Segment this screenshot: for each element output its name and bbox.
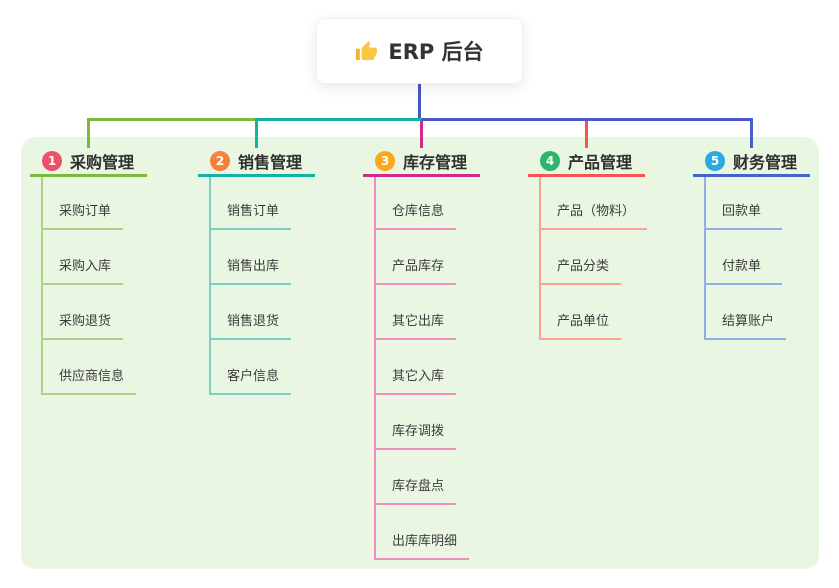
branch-node[interactable]: 3 库存管理 bbox=[363, 148, 480, 177]
branch-children: 回款单 付款单 结算账户 bbox=[704, 177, 810, 340]
branch-title: 财务管理 bbox=[733, 153, 798, 172]
connector-horizontal-sales bbox=[255, 118, 421, 121]
branch-badge: 1 bbox=[42, 151, 62, 171]
branch-inventory: 3 库存管理 仓库信息 产品库存 其它出库 其它入库 库存调拨 库存盘点 出库库… bbox=[363, 148, 480, 560]
branch-sales: 2 销售管理 销售订单 销售出库 销售退货 客户信息 bbox=[198, 148, 315, 395]
leaf-node[interactable]: 库存盘点 bbox=[376, 450, 457, 505]
leaf-node[interactable]: 供应商信息 bbox=[43, 340, 137, 395]
branch-node[interactable]: 1 采购管理 bbox=[30, 148, 147, 177]
connector-drop-product bbox=[585, 121, 588, 148]
branch-product: 4 产品管理 产品（物料） 产品分类 产品单位 bbox=[528, 148, 648, 340]
connector-drop-sales bbox=[255, 118, 258, 148]
thumbs-up-icon bbox=[355, 40, 378, 63]
branches-panel bbox=[21, 137, 819, 569]
branch-badge: 2 bbox=[210, 151, 230, 171]
leaf-node[interactable]: 其它出库 bbox=[376, 285, 457, 340]
leaf-node[interactable]: 采购退货 bbox=[43, 285, 124, 340]
leaf-node[interactable]: 销售订单 bbox=[211, 177, 292, 230]
leaf-node[interactable]: 采购入库 bbox=[43, 230, 124, 285]
leaf-node[interactable]: 销售退货 bbox=[211, 285, 292, 340]
branch-node[interactable]: 2 销售管理 bbox=[198, 148, 315, 177]
leaf-node[interactable]: 产品单位 bbox=[541, 285, 622, 340]
branch-children: 产品（物料） 产品分类 产品单位 bbox=[539, 177, 648, 340]
leaf-node[interactable]: 结算账户 bbox=[706, 285, 787, 340]
branch-procurement: 1 采购管理 采购订单 采购入库 采购退货 供应商信息 bbox=[30, 148, 147, 395]
leaf-node[interactable]: 销售出库 bbox=[211, 230, 292, 285]
branch-children: 采购订单 采购入库 采购退货 供应商信息 bbox=[41, 177, 147, 395]
branch-title: 库存管理 bbox=[403, 153, 468, 172]
leaf-node[interactable]: 回款单 bbox=[706, 177, 782, 230]
connector-drop-finance bbox=[750, 118, 753, 148]
branch-badge: 4 bbox=[540, 151, 560, 171]
leaf-node[interactable]: 付款单 bbox=[706, 230, 782, 285]
leaf-node[interactable]: 产品分类 bbox=[541, 230, 622, 285]
leaf-node[interactable]: 产品（物料） bbox=[541, 177, 648, 230]
branch-title: 产品管理 bbox=[568, 153, 633, 172]
connector-horizontal-procurement bbox=[87, 118, 255, 121]
branch-title: 销售管理 bbox=[238, 153, 303, 172]
branch-badge: 3 bbox=[375, 151, 395, 171]
connector-horizontal-finance bbox=[421, 118, 753, 121]
branch-children: 销售订单 销售出库 销售退货 客户信息 bbox=[209, 177, 315, 395]
branch-node[interactable]: 5 财务管理 bbox=[693, 148, 810, 177]
root-node[interactable]: ERP 后台 bbox=[316, 18, 523, 84]
leaf-node[interactable]: 客户信息 bbox=[211, 340, 292, 395]
branch-children: 仓库信息 产品库存 其它出库 其它入库 库存调拨 库存盘点 出库库明细 bbox=[374, 177, 480, 560]
root-node-label: ERP 后台 bbox=[388, 40, 484, 64]
leaf-node[interactable]: 出库库明细 bbox=[376, 505, 470, 560]
branch-badge: 5 bbox=[705, 151, 725, 171]
leaf-node[interactable]: 其它入库 bbox=[376, 340, 457, 395]
branch-node[interactable]: 4 产品管理 bbox=[528, 148, 645, 177]
connector-drop-procurement bbox=[87, 118, 90, 148]
connector-drop-inventory bbox=[420, 121, 423, 148]
leaf-node[interactable]: 产品库存 bbox=[376, 230, 457, 285]
leaf-node[interactable]: 采购订单 bbox=[43, 177, 124, 230]
leaf-node[interactable]: 库存调拨 bbox=[376, 395, 457, 450]
leaf-node[interactable]: 仓库信息 bbox=[376, 177, 457, 230]
branch-finance: 5 财务管理 回款单 付款单 结算账户 bbox=[693, 148, 810, 340]
branch-title: 采购管理 bbox=[70, 153, 135, 172]
connector-root-stem bbox=[418, 84, 421, 118]
